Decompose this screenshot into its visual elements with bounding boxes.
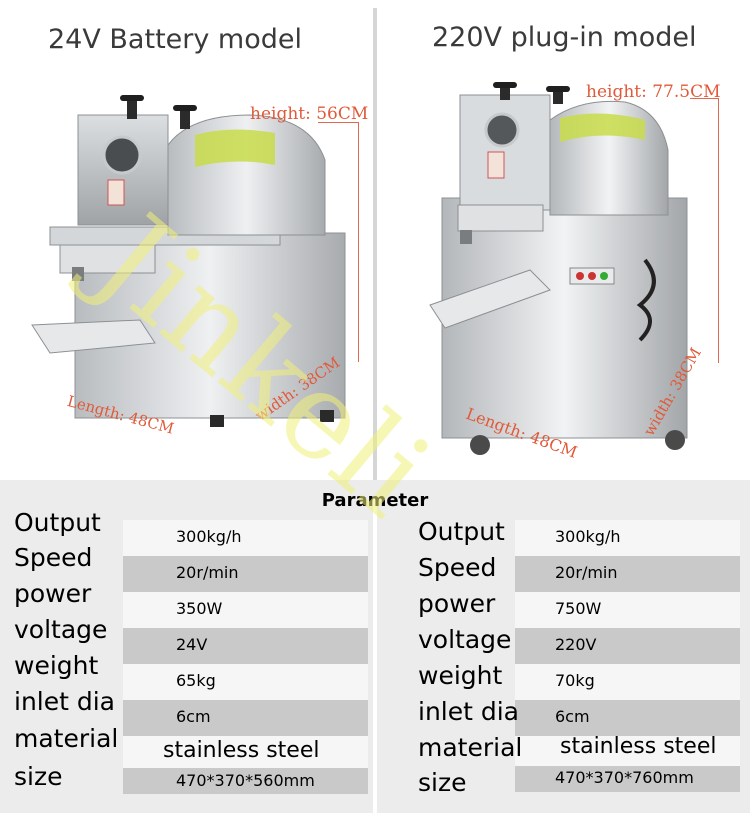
- right-height-line-top: [690, 98, 718, 99]
- right-model-title: 220V plug-in model: [432, 22, 697, 53]
- spec-label: weight: [418, 661, 503, 690]
- spec-value: 350W: [176, 599, 223, 618]
- right-spec-column: Output Speed power voltage weight inlet …: [410, 515, 750, 805]
- battery-model-illustration: [31, 95, 346, 427]
- table-row: [515, 628, 740, 664]
- spec-label: size: [418, 768, 467, 797]
- right-height-label: height: 77.5CM: [586, 82, 721, 102]
- spec-value: 300kg/h: [176, 527, 242, 546]
- table-divider: [373, 498, 377, 813]
- spec-label: Output: [418, 517, 505, 546]
- spec-label: power: [418, 589, 496, 618]
- spec-value: 20r/min: [176, 563, 239, 582]
- table-row: [515, 664, 740, 700]
- table-row: [515, 520, 740, 556]
- table-row: [123, 768, 368, 794]
- left-height-line-top: [318, 122, 358, 123]
- spec-value: stainless steel: [560, 734, 717, 759]
- spec-value: 20r/min: [555, 563, 618, 582]
- spec-label: size: [14, 762, 63, 791]
- parameter-title: Parameter: [321, 490, 429, 511]
- spec-value: 6cm: [555, 707, 590, 726]
- table-row: [515, 700, 740, 736]
- table-row: [123, 700, 368, 736]
- spec-value: 470*370*760mm: [555, 768, 694, 787]
- spec-label: material: [14, 724, 119, 753]
- table-row: [515, 766, 740, 792]
- spec-label: Speed: [14, 543, 93, 572]
- spec-label: Speed: [418, 553, 497, 582]
- vertical-divider: [373, 8, 377, 480]
- table-row: [123, 664, 368, 700]
- spec-label: inlet dia: [14, 687, 116, 716]
- spec-label: material: [418, 733, 523, 762]
- spec-value: 470*370*560mm: [176, 771, 315, 790]
- plugin-model-photo: [420, 80, 720, 475]
- spec-value: 6cm: [176, 707, 211, 726]
- table-row: [123, 628, 368, 664]
- spec-label: weight: [14, 651, 99, 680]
- spec-value: 220V: [555, 635, 597, 654]
- left-model-title: 24V Battery model: [48, 24, 302, 55]
- right-height-line: [718, 98, 719, 363]
- table-row: [123, 736, 368, 772]
- spec-value: 300kg/h: [555, 527, 621, 546]
- spec-label: inlet dia: [418, 697, 520, 726]
- spec-label: power: [14, 579, 92, 608]
- spec-value: 70kg: [555, 671, 595, 690]
- spec-label: voltage: [418, 625, 512, 654]
- left-spec-column: Output Speed power voltage weight inlet …: [8, 508, 370, 805]
- spec-value: 750W: [555, 599, 602, 618]
- table-row: [123, 556, 368, 592]
- table-row: [515, 592, 740, 628]
- plugin-model-illustration: [429, 82, 688, 455]
- left-height-line: [358, 122, 359, 362]
- spec-value: stainless steel: [163, 738, 320, 763]
- table-row: [123, 520, 368, 556]
- spec-label: Output: [14, 508, 101, 537]
- left-height-label: height: 56CM: [250, 104, 369, 124]
- spec-label: voltage: [14, 615, 108, 644]
- spec-value: 24V: [176, 635, 208, 654]
- spec-value: 65kg: [176, 671, 216, 690]
- table-row: [515, 556, 740, 592]
- battery-model-photo: [20, 85, 370, 470]
- table-row: [123, 592, 368, 628]
